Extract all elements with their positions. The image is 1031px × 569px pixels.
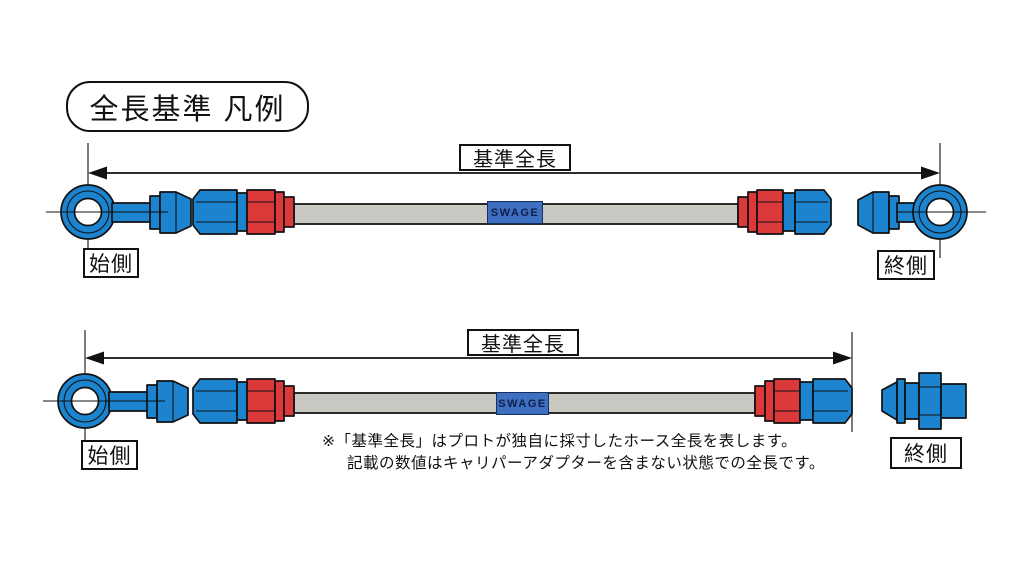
arrowhead-left-icon <box>88 166 107 180</box>
hose-brand-label-bottom: SWAGE <box>496 392 549 415</box>
start-side-label-bottom: 始側 <box>81 440 138 470</box>
end-side-label-top: 終側 <box>877 250 935 280</box>
dimension-label-bottom: 基準全長 <box>467 329 579 356</box>
hose-brand-label-top: SWAGE <box>487 201 543 224</box>
dimension-arrow-bottom <box>84 330 853 447</box>
banjo-fitting-start-bottom-icon <box>43 373 189 429</box>
banjo-fitting-start-top-icon <box>46 184 192 240</box>
arrowhead-left-icon <box>85 351 104 365</box>
end-side-label-bottom: 終側 <box>890 437 962 469</box>
start-side-label-top: 始側 <box>83 248 139 278</box>
banjo-fitting-end-top-icon <box>857 184 986 240</box>
footnote-line-1: ※「基準全長」はプロトが独自に採寸したホース全長を表します。 <box>322 433 798 450</box>
arrowhead-right-icon <box>833 351 852 365</box>
arrowhead-right-icon <box>921 166 940 180</box>
page-title: 全長基準 凡例 <box>66 81 309 132</box>
caliper-adapter-end-bottom-icon <box>881 372 967 430</box>
dimension-label-top: 基準全長 <box>459 144 571 171</box>
footnote-line-2: 記載の数値はキャリパーアダプターを含まない状態での全長です。 <box>347 455 825 472</box>
